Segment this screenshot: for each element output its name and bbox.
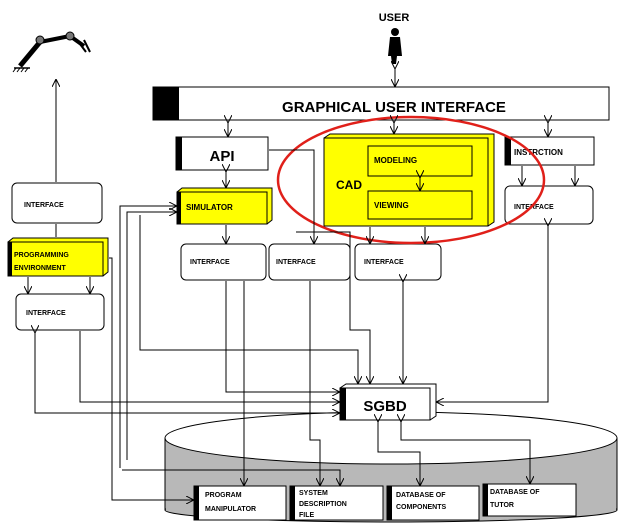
tutor-line1: DATABASE OF: [490, 489, 540, 496]
user-label: USER: [379, 12, 410, 24]
components-box: DATABASE OF COMPONENTS: [386, 485, 480, 521]
tutor-line2: TUTOR: [490, 502, 514, 509]
programming-environment-box: PROGRAMMING ENVIRONMENT: [7, 237, 109, 277]
programming-label-line2: ENVIRONMENT: [14, 265, 66, 272]
system-description-line3: FILE: [299, 512, 314, 519]
interface-label: INTERFACE: [190, 259, 230, 266]
cad-label: CAD: [336, 178, 362, 192]
user-icon: USER: [379, 12, 410, 64]
interface-label: INTERFACE: [514, 204, 554, 211]
modeling-label: MODELING: [374, 156, 417, 165]
instruction-box: INSTRCTION: [504, 136, 595, 166]
instruction-label: INSTRCTION: [514, 148, 563, 157]
interface-label: INTERFACE: [24, 202, 64, 209]
system-description-line1: SYSTEM: [299, 490, 328, 497]
sgbd-label: SGBD: [363, 398, 407, 415]
simulator-label: SIMULATOR: [186, 203, 233, 212]
interface-box-left-bottom: INTERFACE: [15, 293, 105, 331]
system-description-line2: DESCRIPTION: [299, 501, 347, 508]
interface-box-3: INTERFACE: [354, 243, 442, 281]
cad-highlight-ellipse: [276, 115, 546, 245]
gui-box: GRAPHICAL USER INTERFACE: [152, 86, 610, 121]
components-line1: DATABASE OF: [396, 492, 446, 499]
interface-label: INTERFACE: [276, 259, 316, 266]
components-line2: COMPONENTS: [396, 504, 447, 511]
program-manipulator-line2: MANIPULATOR: [205, 506, 256, 513]
interface-label: INTERFACE: [364, 259, 404, 266]
interface-box-2: INTERFACE: [268, 243, 351, 281]
system-description-box: SYSTEM DESCRIPTION FILE: [289, 485, 384, 521]
sgbd-box: SGBD: [339, 383, 437, 421]
cad-box: CAD MODELING VIEWING: [323, 133, 495, 227]
api-label: API: [209, 148, 234, 165]
programming-label-line1: PROGRAMMING: [14, 252, 69, 259]
robot-arm-icon: [12, 31, 91, 73]
interface-box-left-top: INTERFACE: [11, 182, 103, 224]
program-manipulator-line1: PROGRAM: [205, 492, 242, 499]
simulator-box: SIMULATOR: [176, 187, 273, 225]
viewing-label: VIEWING: [374, 201, 409, 210]
gui-label: GRAPHICAL USER INTERFACE: [282, 99, 506, 116]
api-box: API: [175, 136, 269, 171]
viewing-box: [367, 190, 473, 220]
tutor-box: DATABASE OF TUTOR: [482, 483, 577, 517]
program-manipulator-box: PROGRAM MANIPULATOR: [193, 485, 287, 521]
interface-box-1: INTERFACE: [180, 243, 267, 281]
connectors: [28, 68, 575, 500]
interface-label: INTERFACE: [26, 310, 66, 317]
